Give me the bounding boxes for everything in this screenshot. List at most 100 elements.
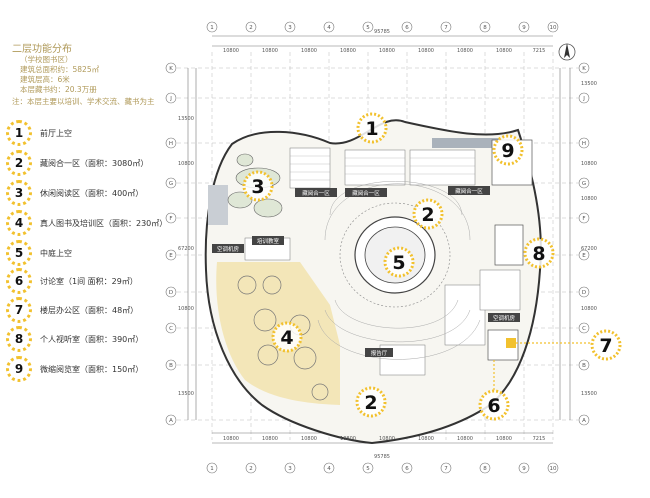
svg-text:G: G bbox=[169, 181, 173, 187]
legend-item-3: 3 休闲阅读区（面积：400㎡） bbox=[6, 180, 143, 206]
grid-col-bubble: 1 bbox=[206, 462, 218, 474]
svg-text:2: 2 bbox=[364, 392, 377, 414]
legend-number: 2 bbox=[6, 150, 32, 176]
legend-item-5: 5 中庭上空 bbox=[6, 240, 72, 266]
svg-text:9: 9 bbox=[522, 25, 526, 31]
dim-seg: 10800 bbox=[340, 436, 356, 442]
legend-label: 微缩阅览室（面积：150㎡） bbox=[40, 364, 144, 374]
dim-seg: 10800 bbox=[262, 48, 278, 54]
grid-row-bubble: B bbox=[165, 359, 177, 371]
svg-text:4: 4 bbox=[327, 25, 331, 31]
legend-number: 9 bbox=[6, 356, 32, 382]
grid-row-bubble: F bbox=[578, 212, 590, 224]
grid-row-bubble: K bbox=[578, 62, 590, 74]
dim-left: 13500 bbox=[178, 391, 194, 397]
dim-left: 13500 bbox=[178, 116, 194, 122]
dim-seg: 10800 bbox=[223, 48, 239, 54]
grid-col-bubble: 2 bbox=[245, 462, 257, 474]
svg-text:1: 1 bbox=[210, 466, 214, 472]
svg-text:6: 6 bbox=[487, 395, 500, 417]
legend-item-4: 4 真人图书及培训区（面积：230㎡） bbox=[6, 210, 167, 236]
dim-top-total: 95785 bbox=[374, 29, 390, 35]
dim-left: 10800 bbox=[178, 161, 194, 167]
av-room bbox=[494, 224, 524, 266]
svg-text:C: C bbox=[169, 326, 173, 332]
svg-text:5: 5 bbox=[366, 466, 370, 472]
legend-item-1: 1 前厅上空 bbox=[6, 120, 72, 146]
svg-text:8: 8 bbox=[532, 243, 545, 265]
dim-seg: 10800 bbox=[301, 48, 317, 54]
svg-text:1: 1 bbox=[210, 25, 214, 31]
svg-text:C: C bbox=[582, 326, 586, 332]
grid-col-bubble: 6 bbox=[401, 21, 413, 33]
grid-row-bubble: A bbox=[578, 414, 590, 426]
grid-col-bubble: 1 bbox=[206, 21, 218, 33]
svg-text:7: 7 bbox=[599, 335, 612, 357]
dim-right: 13500 bbox=[581, 81, 597, 87]
room-label-r5: 培训教室 bbox=[252, 236, 284, 245]
svg-text:4: 4 bbox=[280, 327, 293, 349]
svg-text:E: E bbox=[582, 253, 586, 259]
room-label-r1: 藏阅合一区 bbox=[295, 188, 337, 197]
svg-text:G: G bbox=[582, 181, 586, 187]
meta-line: 本层藏书约：20.3万册 bbox=[20, 85, 97, 94]
legend-item-7: 7 楼层办公区（面积：48㎡） bbox=[6, 297, 138, 323]
grid-row-bubble: E bbox=[578, 249, 590, 261]
meta-line: 建筑层高：6米 bbox=[20, 75, 70, 84]
grid-row-bubble: B bbox=[578, 359, 590, 371]
dim-right: 10800 bbox=[581, 196, 597, 202]
floor-note: 注：本层主要以培训、学术交流、藏书为主 bbox=[12, 97, 155, 106]
legend-item-9: 9 微缩阅览室（面积：150㎡） bbox=[6, 356, 143, 382]
grid-col-bubble: 5 bbox=[362, 21, 374, 33]
legend-label: 楼层办公区（面积：48㎡） bbox=[40, 305, 139, 315]
svg-text:9: 9 bbox=[522, 466, 526, 472]
svg-text:8: 8 bbox=[483, 466, 487, 472]
grid-col-bubble: 10 bbox=[547, 462, 559, 474]
grid-col-bubble: 10 bbox=[547, 21, 559, 33]
skylight-band bbox=[432, 138, 502, 148]
page-title: 二层功能分布 bbox=[12, 44, 72, 55]
grid-col-bubble: 9 bbox=[518, 21, 530, 33]
grid-row-bubble: H bbox=[165, 137, 177, 149]
dim-right: 10800 bbox=[581, 161, 597, 167]
grid-col-bubble: 3 bbox=[284, 21, 296, 33]
zone-marker-4: 4 bbox=[271, 321, 303, 353]
legend-number: 7 bbox=[6, 297, 32, 323]
svg-text:3: 3 bbox=[251, 176, 264, 198]
room-label-text: 藏阅合一区 bbox=[455, 187, 483, 195]
svg-text:B: B bbox=[169, 363, 173, 369]
dim-right: 13500 bbox=[581, 391, 597, 397]
grid-col-bubble: 9 bbox=[518, 462, 530, 474]
legend-number: 4 bbox=[6, 210, 32, 236]
dim-seg: 10800 bbox=[379, 436, 395, 442]
dim-seg: 10800 bbox=[223, 436, 239, 442]
legend-label: 个人视听室（面积：390㎡） bbox=[40, 334, 144, 344]
room-label-r3: 藏阅合一区 bbox=[448, 186, 490, 195]
grid-col-bubble: 6 bbox=[401, 462, 413, 474]
meta-line: （学校图书区） bbox=[20, 55, 73, 64]
svg-text:6: 6 bbox=[405, 466, 409, 472]
room-label-r2: 藏阅合一区 bbox=[345, 188, 387, 197]
grid-col-bubble: 4 bbox=[323, 462, 335, 474]
grid-row-bubble: E bbox=[165, 249, 177, 261]
grid-row-bubble: G bbox=[578, 177, 590, 189]
grid-row-bubble: J bbox=[165, 92, 177, 104]
room-label-text: 空调机房 bbox=[217, 245, 240, 253]
zone-marker-10: 9 bbox=[492, 134, 524, 166]
zone-marker-2: 2 bbox=[412, 198, 444, 230]
svg-text:J: J bbox=[582, 96, 585, 102]
stair-core bbox=[208, 185, 228, 225]
grid-row-bubble: H bbox=[578, 137, 590, 149]
zone-marker-3: 3 bbox=[242, 170, 274, 202]
north-arrow-icon bbox=[558, 43, 576, 61]
dim-seg: 10800 bbox=[457, 48, 473, 54]
room-label-r4: 空调机房 bbox=[212, 244, 244, 253]
svg-text:E: E bbox=[169, 253, 173, 259]
grid-row-bubble: K bbox=[165, 62, 177, 74]
svg-text:J: J bbox=[169, 96, 172, 102]
grid-col-bubble: 5 bbox=[362, 462, 374, 474]
